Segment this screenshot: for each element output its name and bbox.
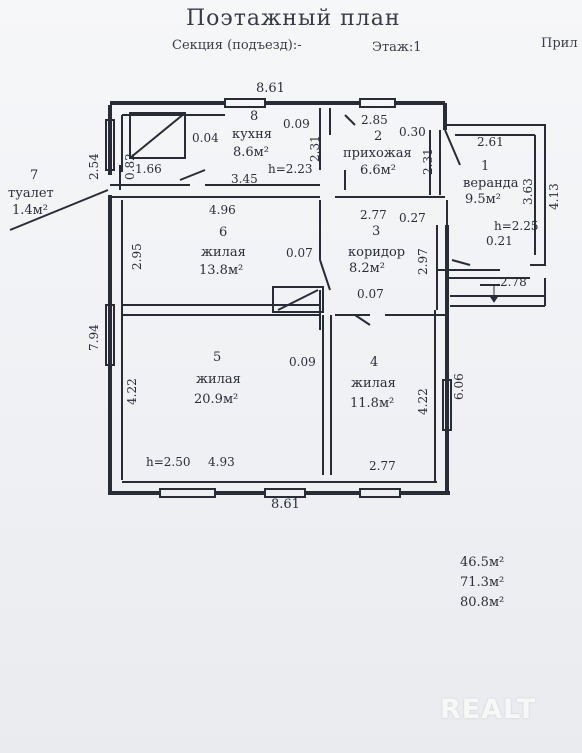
dim-veranda-top: 2.61 xyxy=(477,135,504,149)
room-3-name: коридор xyxy=(348,245,406,260)
window-top-1 xyxy=(224,98,266,108)
room-1-area: 9.5м² xyxy=(465,192,501,207)
dim-hall-side: 2.31 xyxy=(421,148,435,175)
dim-room5-side: 4.22 xyxy=(125,378,139,405)
door-room5 xyxy=(354,314,371,326)
dim-left-upper: 2.54 xyxy=(87,153,101,180)
dim-corr-gap: 0.27 xyxy=(399,211,426,225)
stair xyxy=(272,286,324,313)
dim-bottom-total: 8.61 xyxy=(271,497,300,512)
room-6-name: жилая xyxy=(201,245,246,260)
room-1-name: веранда xyxy=(463,176,519,191)
room-8-name: кухня xyxy=(232,127,272,142)
appendix-label: Прил xyxy=(541,36,578,51)
room-5-name: жилая xyxy=(196,372,241,387)
toilet-sill xyxy=(9,189,109,231)
window-left xyxy=(105,304,115,366)
dim-kitchen-left: 0.04 xyxy=(192,131,219,145)
dim-toilet-w: 1.66 xyxy=(135,162,162,176)
veranda-door xyxy=(451,259,471,266)
window-right xyxy=(442,379,452,431)
dim-left-lower: 7.94 xyxy=(87,324,101,351)
dim-h-room5: h=2.50 xyxy=(146,455,191,469)
veranda-wall-top xyxy=(445,124,546,266)
room-3-number: 3 xyxy=(372,224,381,239)
dim-room5-bottom: 4.93 xyxy=(208,455,235,469)
room-1-number: 1 xyxy=(481,159,490,174)
realt-watermark: REALT xyxy=(440,694,537,725)
hall-veranda-door xyxy=(444,129,461,166)
stove xyxy=(129,112,186,159)
dim-h-veranda: h=2.25 xyxy=(494,219,539,233)
dim-room4-bottom: 2.77 xyxy=(369,459,396,473)
dim-toilet-h: 0.82 xyxy=(123,153,137,180)
dim-corr-bottom: 0.07 xyxy=(357,287,384,301)
dim-veranda-side-b: 4.13 xyxy=(547,183,561,210)
room-8-area: 8.6м² xyxy=(233,145,269,160)
stair-diag xyxy=(277,289,319,311)
window-top-2 xyxy=(359,98,396,108)
room-4-number: 4 xyxy=(370,355,379,370)
window-left-upper xyxy=(105,119,115,171)
window-bottom-3 xyxy=(359,488,401,498)
room-5-number: 5 xyxy=(213,350,222,365)
room-5-area: 20.9м² xyxy=(194,392,239,407)
dim-veranda-side-a: 3.63 xyxy=(521,178,535,205)
room-7-area: 1.4м² xyxy=(12,203,48,218)
dim-room5-gap: 0.09 xyxy=(289,355,316,369)
dim-hall-top: 2.85 xyxy=(361,113,388,127)
dim-corr-top: 2.77 xyxy=(360,208,387,222)
room-4-area: 11.8м² xyxy=(350,396,395,411)
dim-veranda-gap: 0.21 xyxy=(486,234,513,248)
floor-label: Этаж:1 xyxy=(372,40,422,55)
dim-corr-side: 2.97 xyxy=(416,248,430,275)
section-label: Секция (подъезд):- xyxy=(172,38,302,53)
room-7-number: 7 xyxy=(30,168,39,183)
dim-top-total: 8.61 xyxy=(256,81,285,96)
door-room4 xyxy=(179,169,206,181)
room-6-number: 6 xyxy=(219,225,228,240)
room-8-number: 8 xyxy=(250,109,259,124)
hall-diag xyxy=(344,114,356,126)
dim-h-kitchen: h=2.23 xyxy=(268,162,313,176)
room-2-name: прихожая xyxy=(343,146,412,161)
room-2-area: 6.6м² xyxy=(360,163,396,178)
dim-veranda-bottom: 2.78 xyxy=(500,275,527,289)
dim-right-total: 6.06 xyxy=(452,373,466,400)
dim-hall-gap: 0.30 xyxy=(399,125,426,139)
window-bottom-1 xyxy=(159,488,216,498)
room-6-area: 13.8м² xyxy=(199,263,244,278)
dim-room6-side: 2.95 xyxy=(130,243,144,270)
dim-room4-side: 4.22 xyxy=(416,388,430,415)
dim-room6-top: 4.96 xyxy=(209,203,236,217)
room-3-area: 8.2м² xyxy=(349,261,385,276)
stove-diagonal xyxy=(129,112,186,159)
total-area-with-veranda: 80.8м² xyxy=(460,595,505,610)
plan-title: Поэтажный план xyxy=(186,6,401,31)
total-living-area: 46.5м² xyxy=(460,555,505,570)
door-room6 xyxy=(319,259,331,291)
dim-kitchen-top-gap: 0.09 xyxy=(283,117,310,131)
dim-kitchen-side: 2.31 xyxy=(308,135,322,162)
room-4-name: жилая xyxy=(351,376,396,391)
room-2-number: 2 xyxy=(374,129,383,144)
dim-arrow-head xyxy=(489,295,499,303)
room-7-name: туалет xyxy=(8,186,54,201)
total-area: 71.3м² xyxy=(460,575,505,590)
dim-room6-gap: 0.07 xyxy=(286,246,313,260)
dim-kitchen-bottom: 3.45 xyxy=(231,172,258,186)
window-bottom-2 xyxy=(264,488,306,498)
